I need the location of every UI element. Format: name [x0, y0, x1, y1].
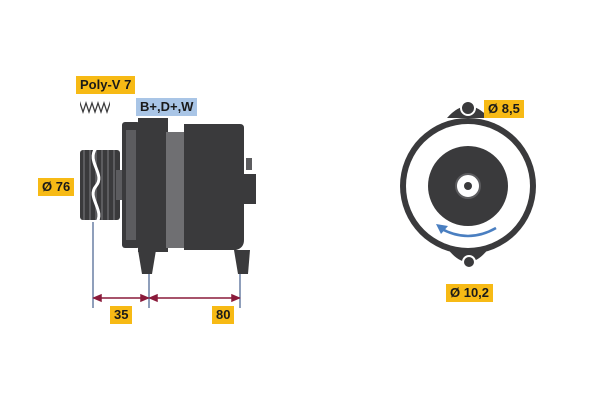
dimension-35-label: 35: [110, 306, 133, 324]
dimension-lines: [92, 222, 241, 308]
pulley-diameter-label: Ø 76: [38, 178, 75, 196]
terminals-label: B+,D+,W: [136, 98, 198, 116]
rear-housing: [184, 124, 256, 250]
belt-type-label: Poly-V 7: [76, 76, 136, 94]
end-view: [400, 100, 536, 269]
mounting-feet: [138, 250, 250, 274]
top-hole-diameter-label: Ø 8,5: [484, 100, 524, 118]
stator-band: [166, 132, 186, 248]
pulley: [80, 147, 126, 225]
dimension-80-label: 80: [212, 306, 235, 324]
clockwise-rotation-arrow-icon: [436, 224, 497, 238]
poly-v-groove-icon: [80, 101, 110, 114]
bottom-hole-diameter-label: Ø 10,2: [446, 284, 494, 302]
dimension-arrows: [92, 293, 241, 303]
front-housing: [122, 118, 168, 252]
